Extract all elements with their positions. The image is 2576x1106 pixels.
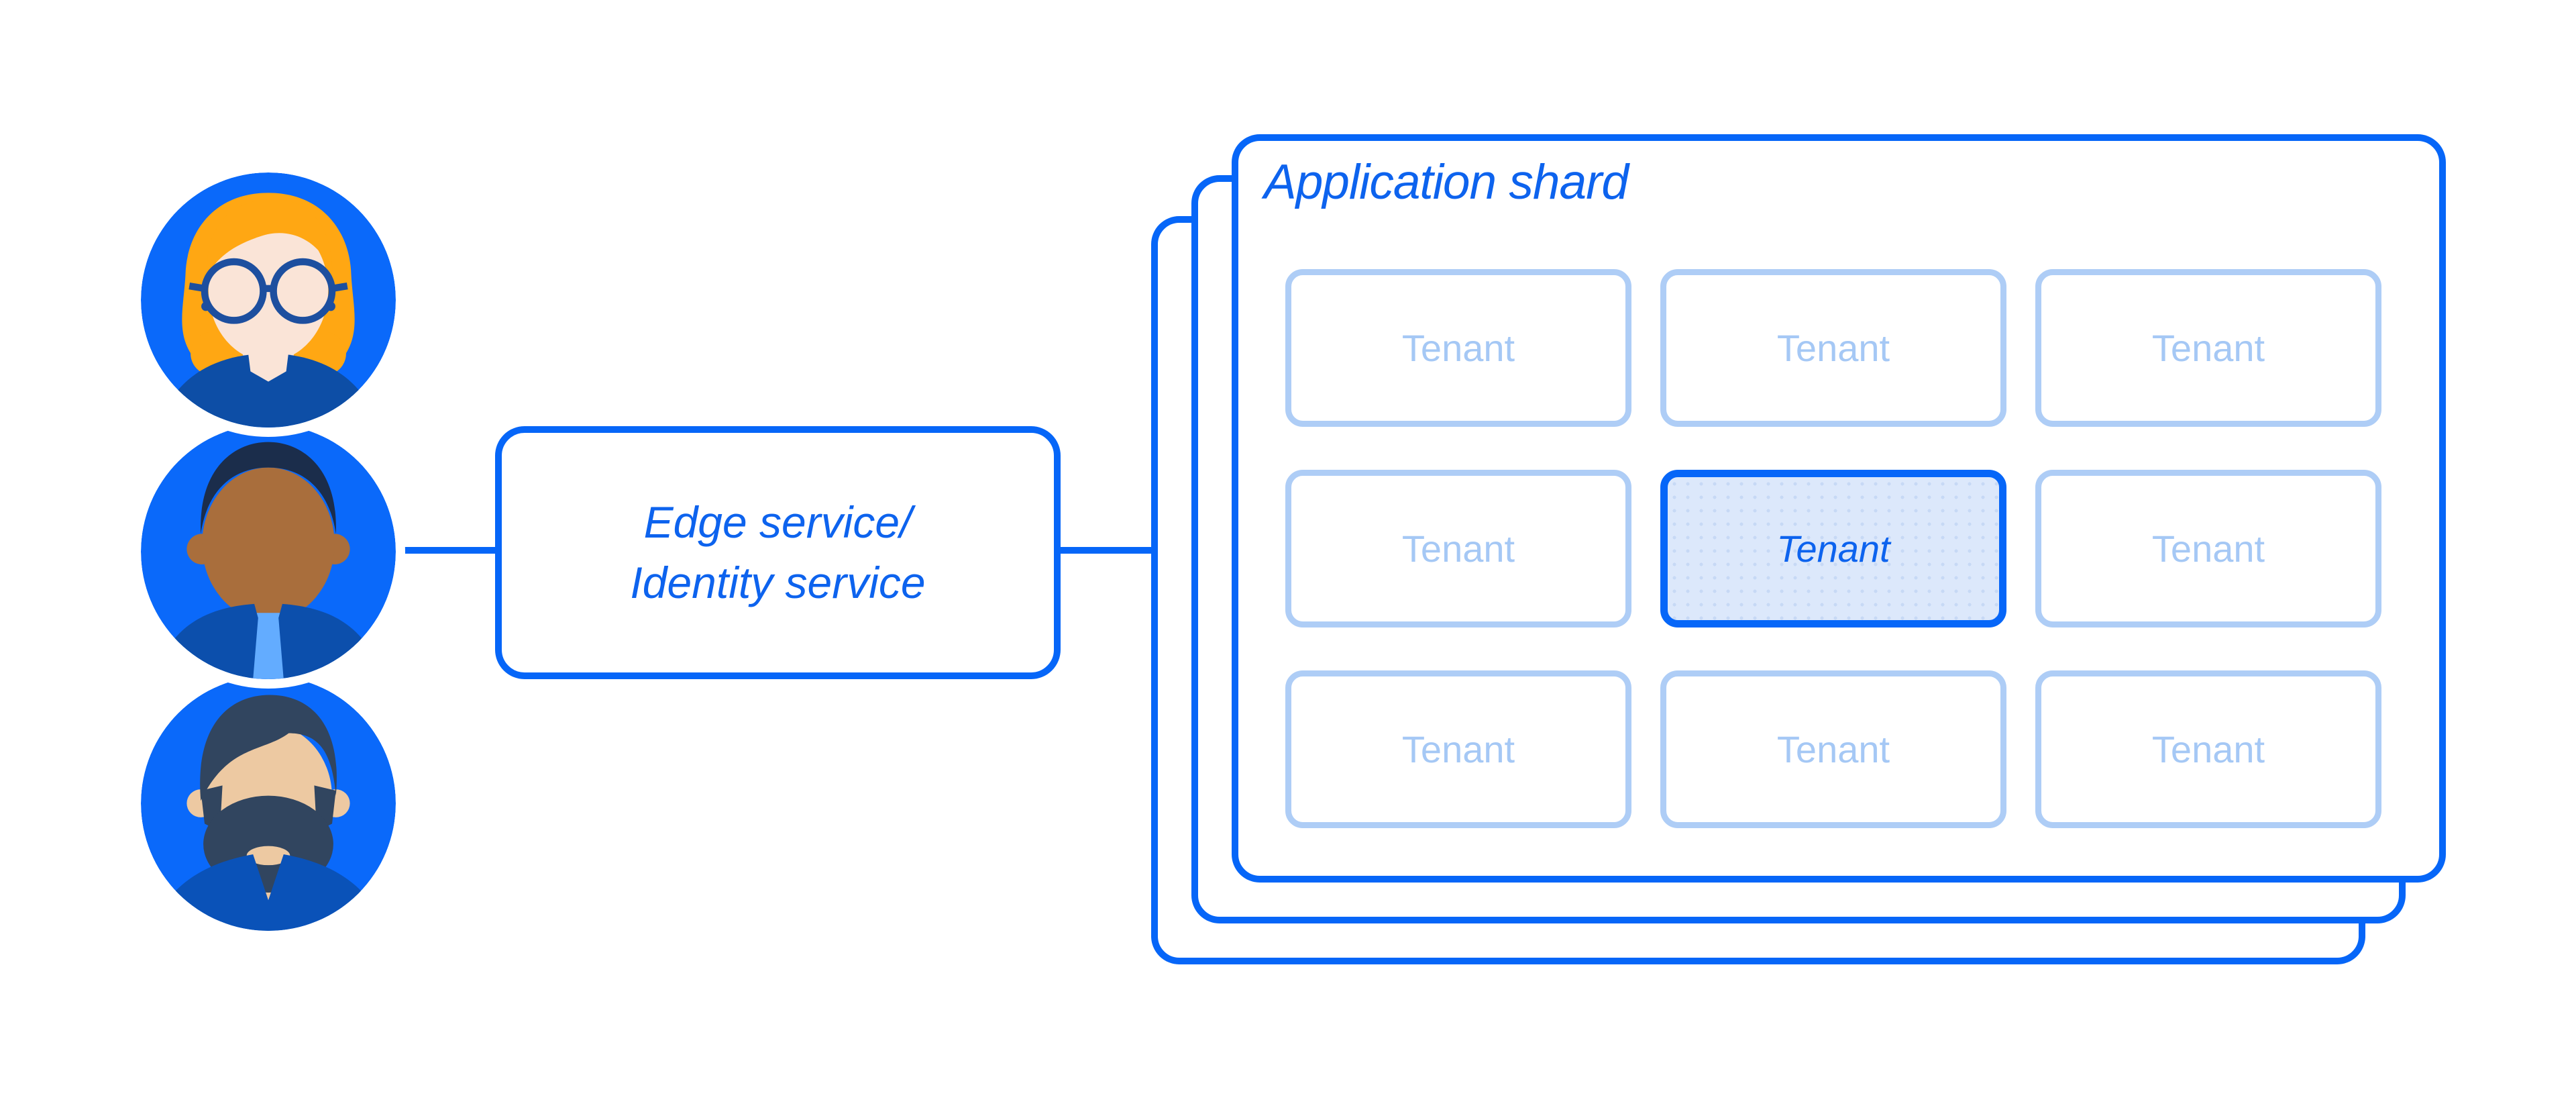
- connector-users-to-edge: [401, 547, 498, 554]
- tenant-grid: Tenant Tenant Tenant Tenant Tenant Tenan…: [1285, 269, 2381, 828]
- avatar-man-icon: [141, 424, 396, 679]
- tenant-box: Tenant: [1660, 269, 2006, 427]
- tenant-box: Tenant: [2035, 269, 2381, 427]
- avatar-woman-glasses-icon: [141, 172, 396, 428]
- tenant-box: Tenant: [2035, 670, 2381, 828]
- tenant-box: Tenant: [1285, 470, 1631, 627]
- edge-service-label-line2: Identity service: [630, 557, 926, 607]
- connector-edge-to-shard: [1059, 547, 1155, 554]
- edge-identity-service-box: Edge service/ Identity service: [495, 426, 1061, 679]
- tenant-box: Tenant: [1660, 670, 2006, 828]
- application-shard-card: Application shard Tenant Tenant Tenant T…: [1232, 134, 2446, 883]
- avatar-woman-glasses-art: [141, 172, 396, 428]
- tenant-box: Tenant: [1285, 670, 1631, 828]
- avatar-man-beard-art: [141, 676, 396, 931]
- application-shard-title: Application shard: [1264, 155, 1629, 209]
- tenant-box: Tenant: [1285, 269, 1631, 427]
- avatar-man-beard-icon: [141, 676, 396, 931]
- avatar-man-art: [141, 424, 396, 679]
- tenant-box: Tenant: [2035, 470, 2381, 627]
- tenant-box-highlighted: Tenant: [1660, 470, 2006, 627]
- edge-service-label-line1: Edge service/: [643, 497, 912, 547]
